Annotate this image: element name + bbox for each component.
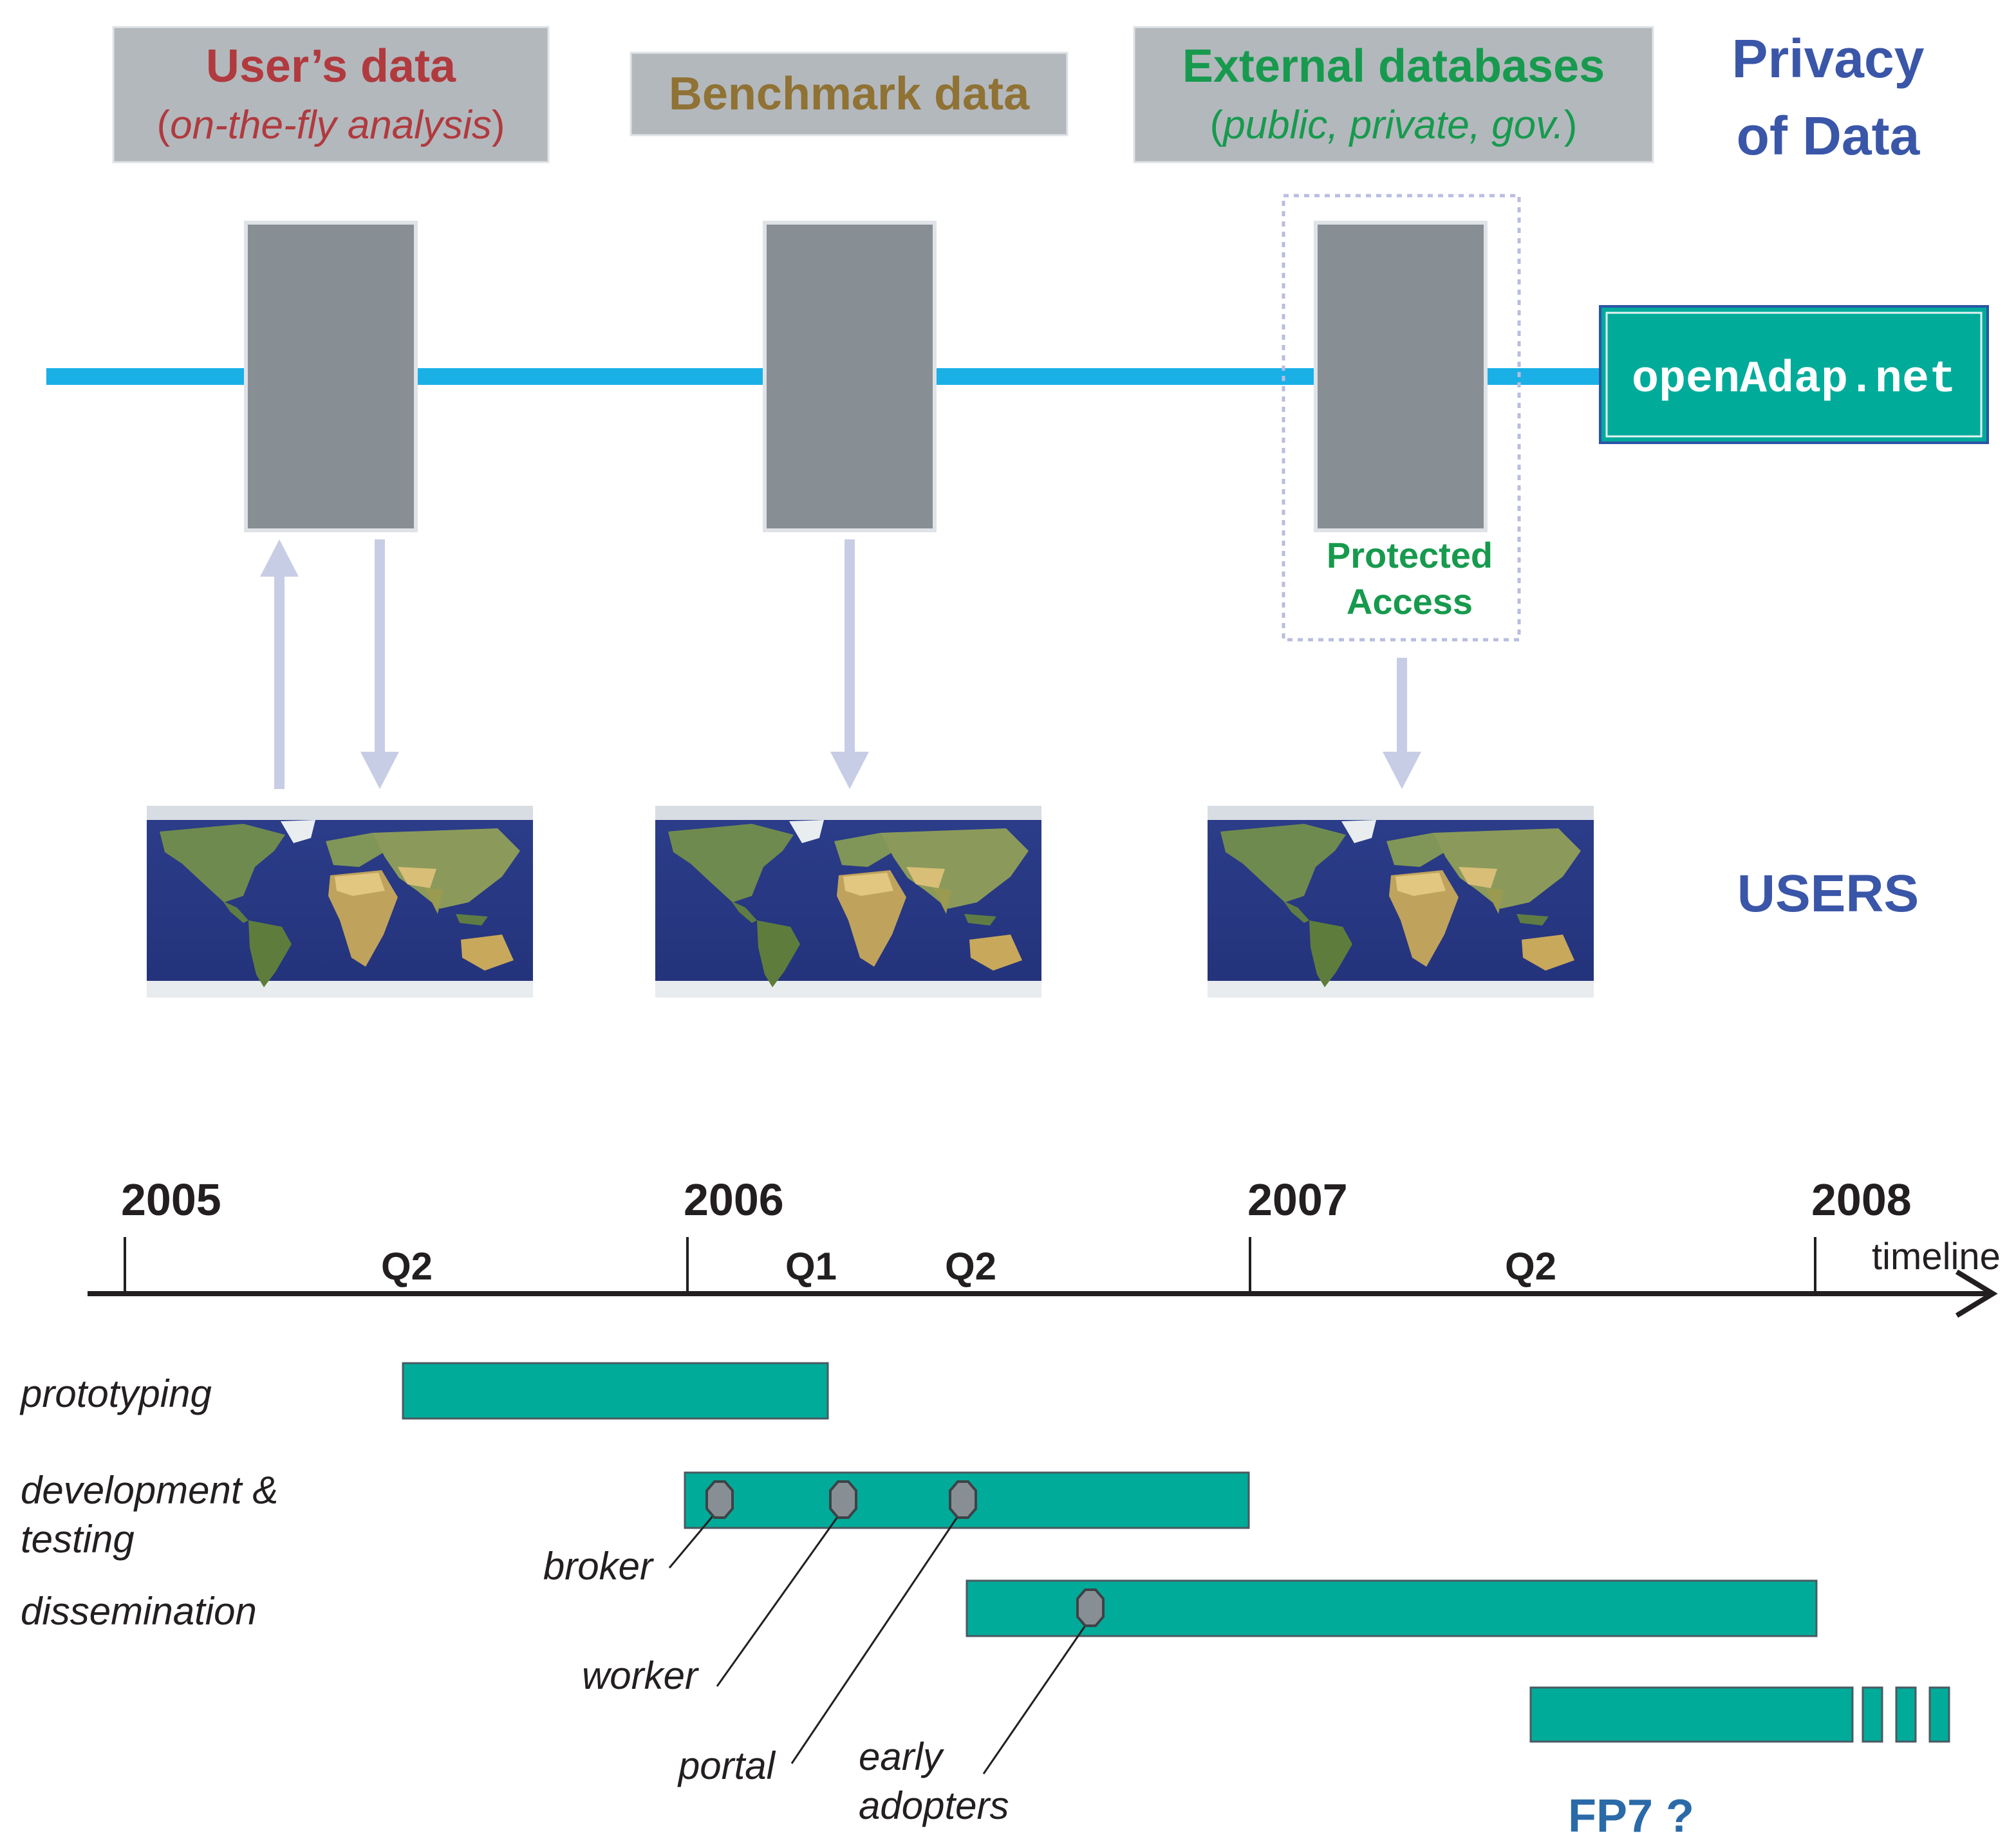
user-data-node bbox=[244, 221, 418, 532]
benchmark-data-node bbox=[763, 221, 937, 532]
users-data-label-box: User’s data (on-the-fly analysis) bbox=[112, 26, 550, 163]
download-arrow-benchmark bbox=[830, 539, 869, 789]
fp7-label: FP7 ? bbox=[1568, 1791, 1694, 1833]
worker-milestone-marker bbox=[829, 1480, 857, 1519]
download-arrow-external bbox=[1383, 658, 1421, 789]
privacy-of-data-line1: Privacy bbox=[1732, 28, 1925, 89]
quarter-label-q2-2005: Q2 bbox=[381, 1245, 433, 1288]
world-map-image bbox=[1208, 806, 1594, 998]
benchmark-data-label-box: Benchmark data bbox=[630, 51, 1069, 136]
portal-leader-line bbox=[790, 1512, 962, 1764]
world-map-image bbox=[655, 806, 1041, 998]
phase-label-development: development & bbox=[21, 1469, 278, 1512]
fp7-bar-segment bbox=[1928, 1686, 1950, 1743]
year-label-2006: 2006 bbox=[684, 1175, 784, 1225]
fp7-bar-segment bbox=[1895, 1686, 1917, 1743]
users-data-title: User’s data bbox=[206, 41, 456, 92]
year-label-2008: 2008 bbox=[1811, 1175, 1912, 1225]
year-label-2005: 2005 bbox=[121, 1175, 221, 1225]
users-label: USERS bbox=[1737, 864, 1919, 923]
users-data-subtitle: (on-the-fly analysis) bbox=[157, 103, 505, 147]
milestone-label-adopters: adopters bbox=[859, 1784, 1009, 1827]
phase-label-testing: testing bbox=[21, 1518, 135, 1561]
protected-access-line2: Access bbox=[1347, 581, 1473, 622]
early-adopters-leader-line bbox=[982, 1621, 1089, 1774]
external-data-node bbox=[1314, 221, 1488, 532]
upload-arrow bbox=[260, 539, 299, 789]
broker-leader-line bbox=[668, 1512, 717, 1568]
year-label-2007: 2007 bbox=[1247, 1175, 1348, 1225]
external-databases-subtitle: (public, private, gov.) bbox=[1210, 103, 1578, 147]
portal-milestone-marker bbox=[949, 1480, 977, 1519]
fp7-bar bbox=[1529, 1686, 1854, 1743]
protected-access-frame bbox=[1282, 194, 1521, 642]
download-arrow-users bbox=[360, 539, 399, 789]
phase-label-dissemination: dissemination bbox=[21, 1590, 257, 1633]
milestone-label-broker: broker bbox=[543, 1545, 654, 1588]
quarter-label-q2-2006: Q2 bbox=[945, 1245, 996, 1288]
milestone-label-early: early bbox=[859, 1735, 945, 1778]
timeline-axis-label: timeline bbox=[1872, 1236, 2001, 1278]
early-adopters-milestone-marker bbox=[1076, 1588, 1105, 1627]
quarter-label-q1-2006: Q1 bbox=[785, 1245, 837, 1288]
milestone-label-worker: worker bbox=[582, 1654, 699, 1697]
timeline-arrowhead bbox=[1955, 1269, 1998, 1318]
openadap-net-label: openAdap.net bbox=[1632, 355, 1956, 405]
prototyping-bar bbox=[402, 1362, 829, 1420]
fp7-bar-segment bbox=[1862, 1686, 1883, 1743]
broker-milestone-marker bbox=[705, 1480, 734, 1519]
world-map-image bbox=[147, 806, 533, 998]
benchmark-data-title: Benchmark data bbox=[669, 68, 1030, 120]
openadap-net-box: openAdap.net bbox=[1599, 305, 1989, 444]
worker-leader-line bbox=[716, 1512, 842, 1687]
external-databases-label-box: External databases (public, private, gov… bbox=[1133, 26, 1654, 163]
external-databases-title: External databases bbox=[1182, 41, 1605, 92]
protected-access-line1: Protected bbox=[1327, 535, 1493, 575]
quarter-label-q2-2007: Q2 bbox=[1505, 1245, 1556, 1288]
milestone-label-portal: portal bbox=[677, 1744, 776, 1787]
phase-label-prototyping: prototyping bbox=[19, 1372, 212, 1415]
dissemination-bar bbox=[966, 1579, 1818, 1637]
privacy-of-data-line2: of Data bbox=[1737, 106, 1921, 166]
